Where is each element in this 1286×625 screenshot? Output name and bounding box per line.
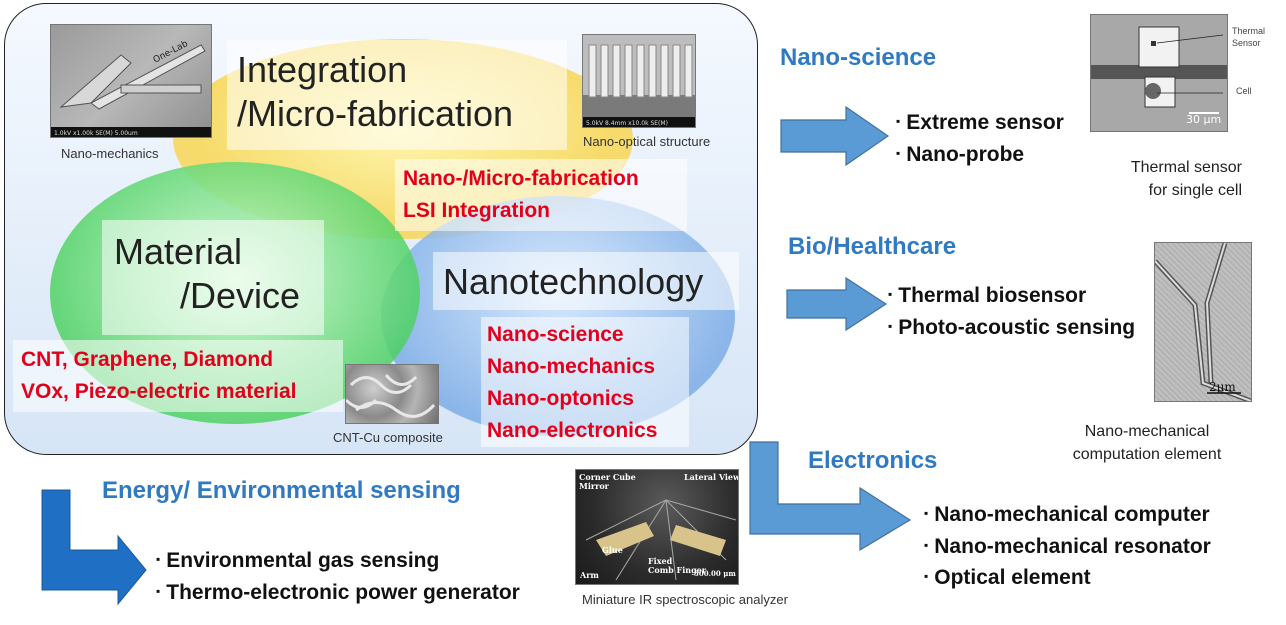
cnt-cu-sem-image	[346, 374, 436, 418]
fixed-label-2: Comb Finger	[648, 565, 707, 575]
thermal-sensor-label-line2: Sensor	[1232, 37, 1261, 48]
material-title-line2: /Device	[180, 274, 301, 316]
nano-optical-sem-image: 5.0kV 8.4mm x10.0k SE(M)	[583, 44, 695, 127]
ir-analyzer-image: Corner Cube Mirror Lateral View Glue Fix…	[579, 472, 738, 581]
thermal-sensor-caption-line1: Thermal sensor	[1130, 159, 1242, 176]
nanotechnology-details-box: Nano-science Nano-mechanics Nano-optonic…	[481, 317, 689, 447]
cnt-cu-caption: CNT-Cu composite	[333, 430, 443, 445]
glue-label: Glue	[602, 545, 623, 555]
integration-title-line1: Integration	[237, 49, 408, 90]
electronics-item-1: Nano-mechanical computer	[924, 499, 1211, 531]
bio-healthcare-arrow-icon	[786, 277, 888, 331]
bio-healthcare-list: Thermal biosensor Photo-acoustic sensing	[888, 280, 1135, 343]
technology-venn-panel: Integration /Micro-fabrication Nano-/Mic…	[4, 3, 758, 455]
bio-item-2: Photo-acoustic sensing	[888, 312, 1135, 344]
material-title-box: Material /Device	[102, 220, 324, 335]
nano-science-list: Extreme sensor Nano-probe	[896, 107, 1064, 170]
thermal-sensor-caption-line2: for single cell	[1148, 182, 1242, 200]
bio-healthcare-heading: Bio/Healthcare	[788, 233, 957, 260]
nano-mechanical-caption: Nano-mechanical computation element	[1052, 420, 1242, 466]
optical-sem-scale-text: 5.0kV 8.4mm x10.0k SE(M)	[586, 120, 668, 127]
nano-science-item-2: Nano-probe	[896, 139, 1064, 171]
material-detail-2: VOx, Piezo-electric material	[21, 379, 297, 403]
integration-title-box: Integration /Micro-fabrication	[227, 40, 567, 150]
nano-science-item-1: Extreme sensor	[896, 107, 1064, 139]
ir-analyzer-caption: Miniature IR spectroscopic analyzer	[582, 592, 788, 607]
nano-mechanical-element-photo: 2μm	[1154, 242, 1252, 402]
electronics-item-2: Nano-mechanical resonator	[924, 531, 1211, 563]
integration-detail-1: Nano-/Micro-fabrication	[403, 167, 639, 190]
energy-arrow-icon	[41, 489, 147, 606]
electronics-heading: Electronics	[808, 447, 938, 474]
nanotechnology-title-box: Nanotechnology	[433, 252, 739, 310]
material-details-box: CNT, Graphene, Diamond VOx, Piezo-electr…	[13, 340, 343, 412]
nano-mechanics-photo: One-Lab 1.0kV x1.00k SE(M) 5.00um	[50, 24, 212, 138]
nano-mechanical-caption-line2: computation element	[1072, 446, 1222, 464]
nano-optical-caption: Nano-optical structure	[583, 134, 711, 149]
nano-mechanical-element-image: 2μm	[1155, 243, 1251, 401]
thermal-sensor-photo: 30 μm	[1090, 14, 1228, 132]
nanotechnology-title: Nanotechnology	[443, 261, 704, 302]
sem-scale-text: 1.0kV x1.00k SE(M) 5.00um	[54, 130, 138, 137]
nanotech-detail-4: Nano-electronics	[487, 418, 658, 442]
nano-mechanics-caption: Nano-mechanics	[61, 146, 159, 161]
ir-analyzer-photo: Corner Cube Mirror Lateral View Glue Fix…	[575, 469, 739, 585]
corner-cube-label-1: Corner Cube	[579, 472, 636, 482]
nano-mech-scale-label: 2μm	[1209, 380, 1236, 394]
energy-list: Environmental gas sensing Thermo-electro…	[156, 545, 520, 608]
cell-label: Cell	[1236, 86, 1252, 96]
electronics-arrow-icon	[749, 441, 912, 552]
material-title-line1: Material	[114, 231, 243, 272]
nano-optical-photo: 5.0kV 8.4mm x10.0k SE(M)	[582, 34, 696, 128]
electronics-item-3: Optical element	[924, 562, 1211, 594]
thermal-sensor-label: Thermal Sensor	[1232, 26, 1265, 49]
bio-item-1: Thermal biosensor	[888, 280, 1135, 312]
nano-science-arrow-icon	[780, 106, 890, 166]
integration-details-box: Nano-/Micro-fabrication LSI Integration	[395, 159, 687, 231]
energy-item-2: Thermo-electronic power generator	[156, 577, 520, 609]
energy-heading: Energy/ Environmental sensing	[102, 477, 461, 504]
thermal-sensor-label-line1: Thermal	[1232, 26, 1266, 36]
nanotech-detail-1: Nano-science	[487, 323, 624, 346]
energy-item-1: Environmental gas sensing	[156, 545, 520, 577]
integration-detail-2: LSI Integration	[403, 198, 550, 222]
nanotech-detail-3: Nano-optonics	[487, 386, 634, 410]
integration-title-line2: /Micro-fabrication	[237, 92, 514, 134]
thermal-sensor-image: 30 μm	[1091, 15, 1227, 131]
ir-scale-label: 500.00 μm	[694, 569, 736, 578]
material-detail-1: CNT, Graphene, Diamond	[21, 348, 274, 371]
lateral-view-label: Lateral View	[684, 472, 738, 482]
electronics-list: Nano-mechanical computer Nano-mechanical…	[924, 499, 1211, 594]
nano-mechanics-sem-image: One-Lab 1.0kV x1.00k SE(M) 5.00um	[51, 39, 211, 137]
nano-science-heading: Nano-science	[780, 44, 937, 71]
nanotech-detail-2: Nano-mechanics	[487, 354, 656, 378]
thermal-sensor-caption: Thermal sensor for single cell	[1110, 156, 1242, 202]
thermal-scale-label: 30 μm	[1186, 113, 1221, 126]
cnt-cu-photo	[345, 364, 439, 424]
fixed-label-1: Fixed	[648, 556, 673, 566]
nano-mechanical-caption-line1: Nano-mechanical	[1084, 423, 1210, 440]
corner-cube-label-2: Mirror	[579, 481, 610, 491]
arm-label: Arm	[579, 570, 599, 580]
